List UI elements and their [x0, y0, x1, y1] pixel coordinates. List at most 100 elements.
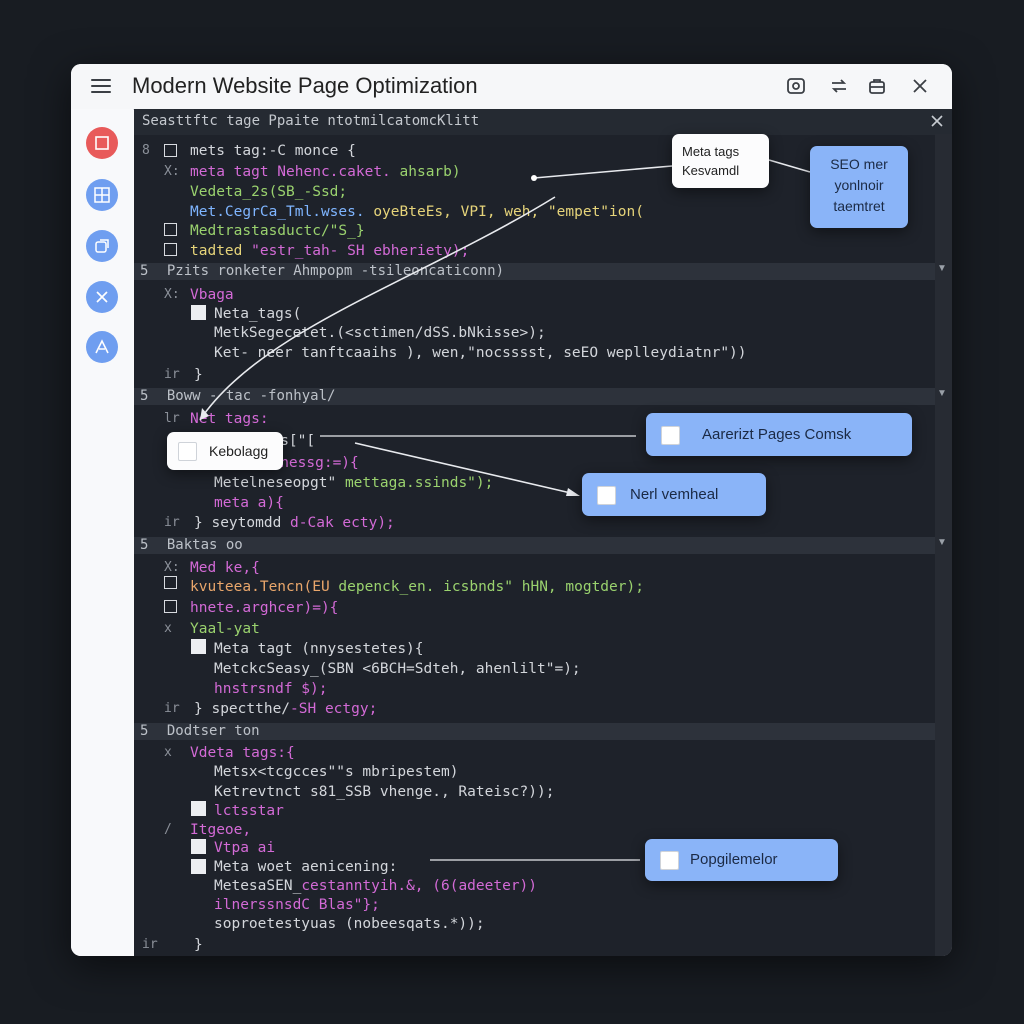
section-number: 5 [140, 537, 149, 553]
line-checkbox[interactable] [164, 144, 177, 157]
code-line[interactable]: Met.CegrCa_Tml.wses. oyeBteEs, VPI, weh,… [190, 202, 644, 222]
code-line[interactable]: kvuteea.Tencn(EU depenck_en. icsbnds" hH… [190, 577, 644, 597]
code-line[interactable]: Meta tagt (nnysestetes){ [214, 641, 424, 657]
line-checkbox[interactable] [164, 600, 177, 613]
title-bar: Modern Website Page Optimization [71, 64, 952, 110]
code-token: -SH ectgy; [290, 701, 378, 717]
gutter-mark: x [164, 621, 172, 636]
close-icon[interactable] [928, 112, 946, 130]
code-line[interactable]: Neta_tags( [214, 306, 302, 322]
code-line[interactable]: Metelneseopgt" mettaga.ssinds"); [214, 473, 493, 493]
section-label: 5 Pzits ronketer Ahmpopm -tsileoncaticon… [134, 263, 935, 280]
code-line[interactable]: meta tagt Nehenc.caket. ahsarb) [190, 162, 461, 182]
section-label: 5 Baktas oo [134, 537, 935, 554]
checkbox[interactable] [661, 426, 680, 445]
chevron-down-icon[interactable]: ▼ [937, 263, 947, 274]
gutter-mark: X: [164, 164, 180, 179]
checkbox[interactable] [178, 442, 197, 461]
gutter-mark: / [164, 822, 172, 837]
analyze-pages-button[interactable]: Aarerizt Pages Comsk [646, 413, 912, 456]
gutter-mark: X: [164, 560, 180, 575]
code-line[interactable]: meta a){ [214, 495, 284, 511]
gutter-mark: ir [164, 367, 180, 382]
section-title: Pzits ronketer Ahmpopm -tsileoncaticonn) [166, 263, 505, 279]
line-checkbox[interactable] [164, 223, 177, 236]
code-line[interactable]: } [194, 937, 203, 953]
code-line[interactable]: Itgeoe, [190, 822, 252, 838]
code-line[interactable]: soproetestyuas (nobeesqats.*)); [214, 916, 485, 932]
gutter-mark: lr [164, 411, 180, 426]
stop-icon[interactable] [86, 127, 118, 159]
editor-path-bar: Seasttftc tage Ppaite ntotmilcatomcKlitt [134, 109, 952, 135]
line-checkbox[interactable] [191, 859, 206, 874]
line-checkbox[interactable] [191, 839, 206, 854]
section-bar[interactable] [134, 537, 935, 554]
code-line[interactable]: MetesaSEN_cestanntyih.&, (6(adeeter)) [214, 876, 537, 896]
code-line[interactable]: Ket- neer tanftcaaihs ), wen,"nocsssst, … [214, 345, 747, 361]
gutter-mark: X: [164, 287, 180, 302]
grid-icon[interactable] [86, 179, 118, 211]
code-line[interactable]: lctsstar [214, 803, 284, 819]
gutter-mark: ir [142, 937, 158, 952]
meta-tags-callout[interactable]: Meta tags Kesvamdl [672, 134, 769, 188]
capture-icon[interactable] [785, 75, 807, 97]
line-checkbox[interactable] [164, 576, 177, 589]
scrollbar[interactable] [935, 134, 952, 956]
close-icon[interactable] [86, 281, 118, 313]
code-line[interactable]: Metsx<tcgcces""s mbripestem) [214, 764, 459, 780]
keyword-callout[interactable]: Kebolagg [167, 432, 283, 470]
code-line[interactable]: Vbaga [190, 287, 234, 303]
window-title: Modern Website Page Optimization [132, 73, 478, 98]
callout-text: Meta tags Kesvamdl [682, 144, 740, 178]
code-line[interactable]: MetckcSeasy_(SBN <6BCH=Sdteh, ahenlilt"=… [214, 661, 581, 677]
menu-icon[interactable] [91, 77, 113, 95]
code-token: oyeBteEs, VPI, weh, "empet"ion( [373, 204, 644, 220]
section-bar[interactable] [134, 723, 935, 740]
next-panel-button[interactable]: Nerl vemheal [582, 473, 766, 516]
code-token: tadted [190, 243, 252, 259]
code-line[interactable]: hnete.arghcer)=){ [190, 600, 339, 616]
checkbox[interactable] [597, 486, 616, 505]
code-line[interactable]: } [194, 367, 203, 383]
code-token: } seytomdd [194, 515, 291, 531]
code-line[interactable]: Med ke,{ [190, 560, 260, 576]
close-icon[interactable] [909, 75, 931, 97]
code-line[interactable]: Vdeta tags:{ [190, 745, 295, 761]
section-number: 5 [140, 388, 149, 404]
code-token: meta tagt Nehenc.caket. [190, 164, 400, 180]
code-line[interactable]: Meta woet aenicening: [214, 859, 398, 875]
code-line[interactable]: tadted "estr_tah- SH ebheriety); [190, 241, 469, 261]
code-editor[interactable]: Seasttftc tage Ppaite ntotmilcatomcKlitt… [134, 109, 952, 956]
code-line[interactable]: mets tag:-C monce { [190, 143, 356, 159]
code-line[interactable]: Net tags: [190, 411, 269, 427]
code-line[interactable]: Vedeta_2s(SB_-Ssd; [190, 184, 348, 200]
seo-callout[interactable]: SEO mer yonlnoir taemtret [810, 146, 908, 228]
copy-icon[interactable] [86, 230, 118, 262]
code-token: cestanntyih.&, (6(adeeter)) [301, 878, 538, 894]
line-checkbox[interactable] [191, 801, 206, 816]
line-checkbox[interactable] [164, 243, 177, 256]
code-line[interactable]: hnstrsndf $); [214, 681, 328, 697]
button-label: Aarerizt Pages Comsk [702, 426, 852, 443]
code-line[interactable]: Vtpa ai [214, 840, 276, 856]
code-line[interactable]: } seytomdd d-Cak ecty); [194, 513, 395, 533]
section-label: 5 Dodtser ton [134, 723, 935, 740]
bag-icon[interactable] [866, 75, 888, 97]
code-line[interactable]: Medtrastasductc/"S_} [190, 223, 365, 239]
popular-meter-button[interactable]: Popgilemelor [645, 839, 838, 881]
chevron-down-icon[interactable]: ▼ [937, 537, 947, 548]
checkbox[interactable] [660, 851, 679, 870]
code-line[interactable]: } spectthe/-SH ectgy; [194, 699, 377, 719]
code-line[interactable]: MetkSegecetet.(<sctimen/dSS.bNkisse>); [214, 325, 546, 341]
chevron-down-icon[interactable]: ▼ [937, 388, 947, 399]
callout-text: Kebolagg [209, 443, 269, 459]
code-token: MetesaSEN_ [214, 878, 302, 894]
swap-icon[interactable] [828, 75, 850, 97]
text-icon[interactable] [86, 331, 118, 363]
code-line[interactable]: Yaal-yat [190, 621, 260, 637]
line-checkbox[interactable] [191, 305, 206, 320]
code-token: kvuteea.Tencn(EU [190, 579, 339, 595]
code-line[interactable]: Ketrevtnct s81_SSB vhenge., Rateisc?)); [214, 784, 555, 800]
line-checkbox[interactable] [191, 639, 206, 654]
code-line[interactable]: ilnerssnsdC Blas"}; [214, 897, 380, 913]
